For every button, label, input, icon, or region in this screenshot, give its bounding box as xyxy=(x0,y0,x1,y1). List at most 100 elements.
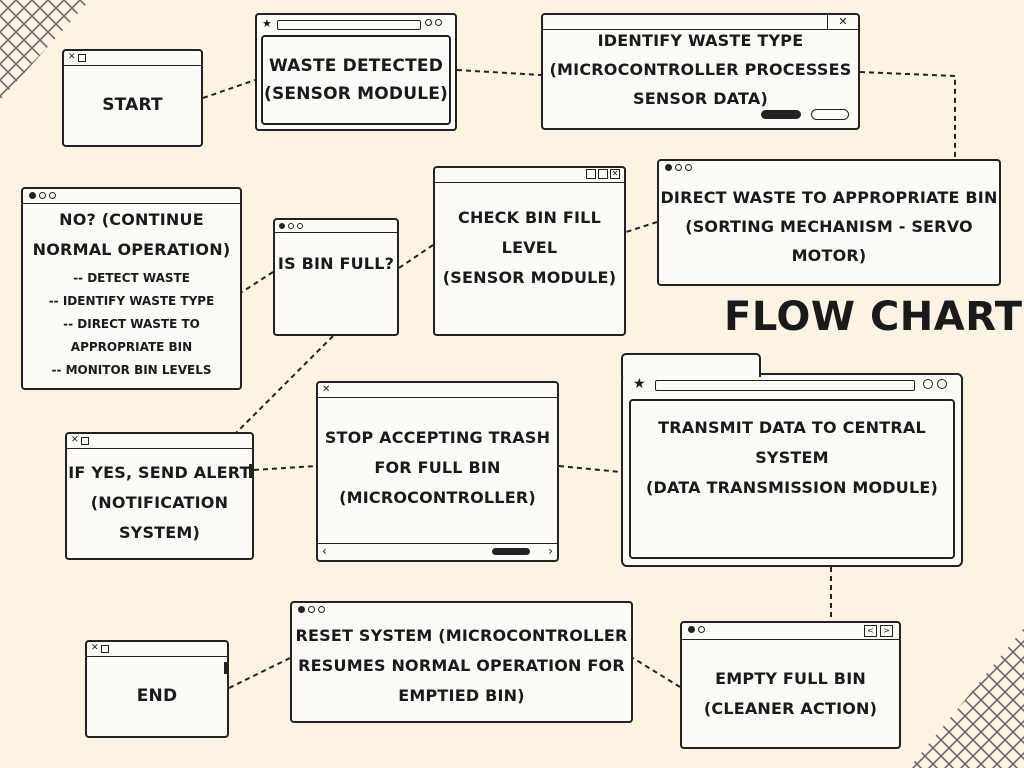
close-icon: ✕ xyxy=(322,384,331,395)
node-no-continue-heading: NO? (CONTINUE NORMAL OPERATION) xyxy=(32,210,231,259)
scrollbar-thumb xyxy=(492,548,530,555)
chevron-left-icon: < xyxy=(864,625,877,637)
node-check-fill: ✕ CHECK BIN FILL LEVEL (SENSOR MODULE) xyxy=(433,166,626,336)
node-waste-detected-label: WASTE DETECTED (SENSOR MODULE) xyxy=(263,56,449,104)
chevron-left-icon: ‹ xyxy=(322,544,327,558)
close-box: ✕ xyxy=(827,15,858,29)
node-send-alert: ✕ IF YES, SEND ALERT (NOTIFICATION SYSTE… xyxy=(65,432,254,560)
circle-icon xyxy=(297,223,303,229)
node-start: ✕ START xyxy=(62,49,203,147)
node-empty-bin-label: EMPTY FULL BIN (CLEANER ACTION) xyxy=(703,669,878,718)
window-titlebar: ✕ xyxy=(318,383,557,398)
circle-icon xyxy=(688,626,695,633)
maximize-icon xyxy=(598,169,608,179)
node-transmit: ★ TRANSMIT DATA TO CENTRAL SYSTEM (DATA … xyxy=(621,353,963,567)
minimize-icon xyxy=(586,169,596,179)
connector-empty-reset xyxy=(632,657,681,688)
close-icon: ✕ xyxy=(71,435,79,445)
secondary-pill-button xyxy=(811,109,849,120)
node-start-label: START xyxy=(102,95,163,115)
window-titlebar-line xyxy=(275,232,397,233)
list-item: -- MONITOR BIN LEVELS xyxy=(51,363,212,377)
circle-icon xyxy=(675,164,682,171)
circle-icon xyxy=(49,192,56,199)
connector-direct-check xyxy=(625,221,658,233)
address-bar xyxy=(655,380,915,391)
circle-icon xyxy=(425,19,432,26)
window-titlebar: ✕ xyxy=(87,642,227,657)
connector-isfull-alert xyxy=(235,335,334,434)
node-is-bin-full: IS BIN FULL? xyxy=(273,218,399,336)
page-title: FLOW CHART xyxy=(724,294,1023,340)
star-icon: ★ xyxy=(262,17,272,30)
connector-isfull-no xyxy=(241,271,274,293)
node-is-bin-full-label: IS BIN FULL? xyxy=(277,253,395,273)
chevron-right-icon: › xyxy=(548,544,553,558)
window-dots xyxy=(29,192,56,199)
window-dots xyxy=(298,606,325,613)
close-icon: ✕ xyxy=(610,169,620,179)
node-waste-detected: ★ WASTE DETECTED (SENSOR MODULE) xyxy=(255,13,457,131)
list-item: -- IDENTIFY WASTE TYPE xyxy=(48,294,215,308)
crosshatch-top-left xyxy=(0,0,90,100)
star-icon: ★ xyxy=(633,376,646,392)
circle-icon xyxy=(279,223,285,229)
circle-icon xyxy=(698,626,705,633)
window-titlebar: ✕ xyxy=(67,434,252,449)
close-icon: ✕ xyxy=(838,15,848,28)
connector-check-isfull xyxy=(398,244,434,269)
window-dots xyxy=(665,164,692,171)
crosshatch-bottom-right xyxy=(909,628,1024,768)
node-direct-waste-label: DIRECT WASTE TO APPROPRIATE BIN (SORTING… xyxy=(660,188,998,265)
circle-icon xyxy=(923,379,933,389)
window-titlebar-line xyxy=(23,203,240,204)
bottom-scrollbar: ‹ › xyxy=(318,543,557,560)
node-identify-waste: ✕ IDENTIFY WASTE TYPE (MICROCONTROLLER P… xyxy=(541,13,860,130)
address-bar xyxy=(277,20,421,30)
circle-icon xyxy=(665,164,672,171)
node-direct-waste: DIRECT WASTE TO APPROPRIATE BIN (SORTING… xyxy=(657,159,1001,286)
circle-icon xyxy=(685,164,692,171)
node-reset: RESET SYSTEM (MICROCONTROLLER RESUMES NO… xyxy=(290,601,633,723)
node-empty-bin: < > EMPTY FULL BIN (CLEANER ACTION) xyxy=(680,621,901,749)
window-dots xyxy=(688,626,705,633)
connector-waste-identify xyxy=(456,69,542,76)
node-transmit-label: TRANSMIT DATA TO CENTRAL SYSTEM (DATA TR… xyxy=(645,418,939,497)
inner-panel xyxy=(261,35,451,125)
node-no-continue: NO? (CONTINUE NORMAL OPERATION) -- DETEC… xyxy=(21,187,242,390)
window-controls: < > xyxy=(864,625,893,637)
circle-icon xyxy=(298,606,305,613)
connector-start-waste xyxy=(202,79,256,99)
node-end-label: END xyxy=(136,686,178,706)
window-titlebar-line xyxy=(682,639,899,640)
node-send-alert-label: IF YES, SEND ALERT (NOTIFICATION SYSTEM) xyxy=(68,463,251,542)
node-stop-accepting-label: STOP ACCEPTING TRASH FOR FULL BIN (MICRO… xyxy=(324,427,551,507)
close-icon: ✕ xyxy=(68,52,76,62)
connector-stop-transmit xyxy=(558,465,622,473)
node-check-fill-label: CHECK BIN FILL LEVEL (SENSOR MODULE) xyxy=(442,208,617,287)
folder-tab xyxy=(621,353,761,377)
chevron-right-icon: > xyxy=(880,625,893,637)
window-controls: ✕ xyxy=(586,169,620,179)
circle-icon xyxy=(937,379,947,389)
connector-identify-direct xyxy=(859,71,956,160)
inner-panel xyxy=(629,399,955,559)
connector-alert-stop xyxy=(253,465,317,471)
window-controls xyxy=(923,379,947,389)
window-titlebar: ✕ xyxy=(64,51,201,66)
node-no-continue-list: -- DETECT WASTE -- IDENTIFY WASTE TYPE -… xyxy=(23,267,240,382)
node-end: ✕ END xyxy=(85,640,229,738)
close-icon: ✕ xyxy=(91,643,99,653)
circle-icon xyxy=(435,19,442,26)
primary-pill-button xyxy=(761,110,801,119)
circle-icon xyxy=(39,192,46,199)
scrollbar-thumb xyxy=(249,464,252,478)
circle-icon xyxy=(29,192,36,199)
connector-reset-end xyxy=(228,657,291,689)
node-reset-label: RESET SYSTEM (MICROCONTROLLER RESUMES NO… xyxy=(295,626,628,705)
node-identify-waste-label: IDENTIFY WASTE TYPE (MICROCONTROLLER PRO… xyxy=(549,31,852,108)
list-item: -- DETECT WASTE xyxy=(73,271,190,285)
circle-icon xyxy=(288,223,294,229)
node-stop-accepting: ✕ ‹ › STOP ACCEPTING TRASH FOR FULL BIN … xyxy=(316,381,559,562)
